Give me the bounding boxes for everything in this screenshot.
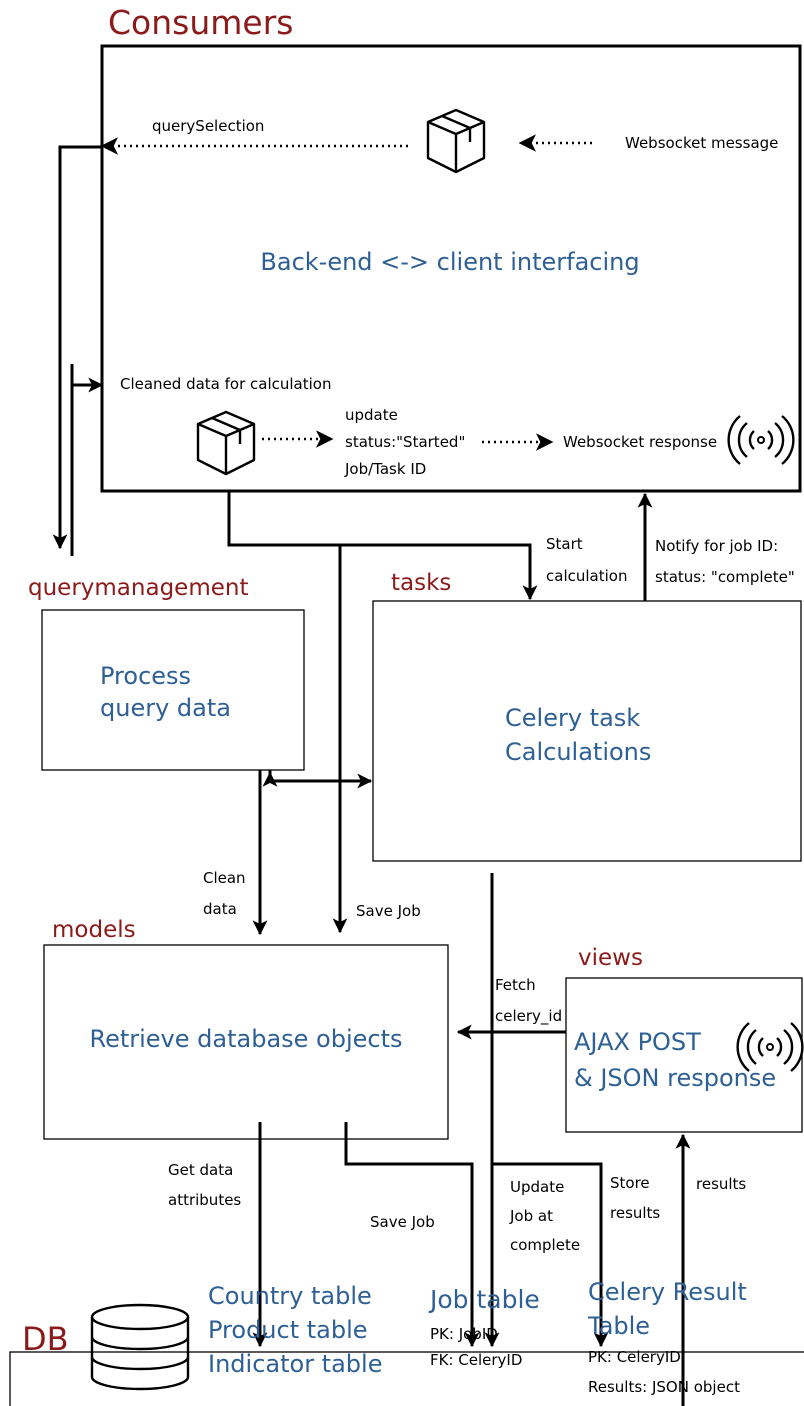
consumers-box: [100, 44, 802, 493]
qm-tasks-bidirectional-arrow: [262, 771, 373, 789]
db-celery-table-title-1: Celery Result: [588, 1278, 747, 1306]
querymanagement-line-1: Process: [100, 662, 191, 690]
query-selection-label: querySelection: [152, 117, 264, 135]
websocket-response-label: Websocket response: [563, 433, 717, 451]
notify-line-1: Notify for job ID:: [655, 537, 778, 555]
cleaned-data-label: Cleaned data for calculation: [120, 375, 332, 393]
consumers-section-title: Consumers: [108, 3, 293, 42]
update-job-line-3: complete: [510, 1236, 580, 1254]
store-results-arrow: [492, 1162, 609, 1348]
package-icon: [426, 108, 486, 174]
update-job-line-2: Job at: [509, 1207, 553, 1225]
start-calc-line-2: calculation: [546, 567, 627, 585]
models-box-title: Retrieve database objects: [89, 1025, 402, 1053]
db-section-title: DB: [22, 1320, 69, 1358]
update-line-2: status:"Started": [345, 433, 465, 451]
cleaned-data-up-arrow: [70, 364, 104, 556]
clean-data-line-2: data: [203, 900, 237, 918]
querymanagement-box: [41, 609, 305, 771]
db-country-table: Country table: [208, 1282, 372, 1310]
querymanagement-line-2: query data: [100, 694, 231, 722]
db-job-table-title: Job table: [428, 1285, 540, 1314]
store-results-line-2: results: [610, 1204, 660, 1222]
notify-line-2: status: "complete": [655, 568, 795, 586]
db-celery-table-pk: PK: CeleryID: [588, 1348, 681, 1366]
websocket-message-label: Websocket message: [625, 134, 778, 152]
tasks-line-2: Calculations: [505, 738, 651, 766]
save-job-arrow-2: [344, 1122, 480, 1348]
tasks-box: [372, 600, 802, 862]
get-attrs-line-1: Get data: [168, 1161, 233, 1179]
db-job-table-pk: PK: JobID: [430, 1325, 498, 1343]
query-selection-down-arrow: [52, 145, 102, 550]
tasks-line-1: Celery task: [505, 704, 640, 732]
fetch-line-1: Fetch: [495, 976, 536, 994]
store-results-line-1: Store: [610, 1174, 650, 1192]
broadcast-icon: [727, 415, 795, 465]
save-job-label-2: Save Job: [370, 1213, 435, 1231]
database-icon: [90, 1303, 190, 1391]
update-job-line-1: Update: [510, 1178, 564, 1196]
fetch-line-2: celery_id: [495, 1007, 562, 1026]
tasks-section-title: tasks: [391, 570, 451, 596]
clean-data-line-1: Clean: [203, 869, 246, 887]
models-section-title: models: [52, 917, 136, 943]
save-job-label-1: Save Job: [356, 902, 421, 920]
views-line-1: AJAX POST: [574, 1028, 701, 1056]
db-job-table-fk: FK: CeleryID: [430, 1351, 522, 1369]
views-line-2: & JSON response: [574, 1064, 776, 1092]
start-calculation-arrow: [227, 491, 538, 601]
db-celery-table-title-2: Table: [587, 1312, 650, 1340]
db-box: [9, 1351, 804, 1406]
views-section-title: views: [578, 945, 643, 971]
consumers-box-title: Back-end <-> client interfacing: [260, 248, 639, 276]
broadcast-icon: [736, 1022, 804, 1072]
db-indicator-table: Indicator table: [208, 1350, 382, 1378]
update-line-1: update: [345, 406, 398, 424]
update-line-3: Job/Task ID: [344, 460, 426, 478]
get-attrs-line-2: attributes: [168, 1191, 241, 1209]
package-icon: [196, 410, 256, 476]
querymanagement-section-title: querymanagement: [28, 575, 248, 601]
models-box: [43, 944, 449, 1140]
db-product-table: Product table: [208, 1316, 368, 1344]
start-calc-line-1: Start: [546, 535, 583, 553]
db-celery-table-results: Results: JSON object: [588, 1378, 740, 1396]
results-label: results: [696, 1175, 746, 1193]
